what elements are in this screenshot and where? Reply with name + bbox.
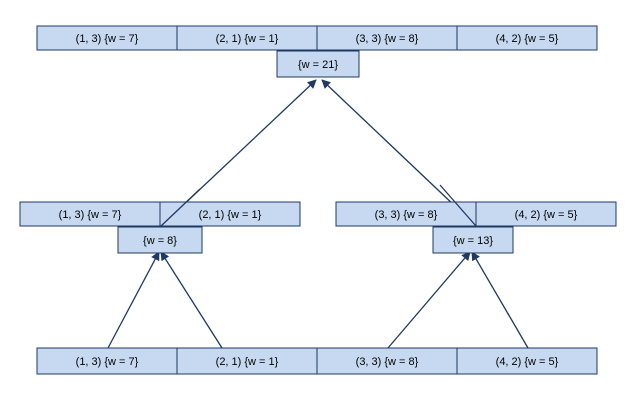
top-element-2-label: (2, 1) {w = 1}	[216, 33, 279, 45]
bottom-element-1-label: (1, 3) {w = 7}	[76, 356, 139, 368]
bottom-element-3: (3, 3) {w = 8}	[316, 347, 458, 375]
top-element-2: (2, 1) {w = 1}	[176, 25, 318, 51]
bottom-element-1: (1, 3) {w = 7}	[36, 347, 178, 375]
arrow-middle-right-overlay	[439, 184, 477, 227]
middle-right-group: (3, 3) {w = 8} (4, 2) {w = 5} {w = 13}	[335, 201, 617, 254]
middle-right-weight-label: {w = 13}	[453, 235, 493, 247]
top-element-1: (1, 3) {w = 7}	[36, 25, 178, 51]
middle-left-weight-label: {w = 8}	[143, 235, 177, 247]
top-level-row: (1, 3) {w = 7} (2, 1) {w = 1} (3, 3) {w …	[36, 25, 598, 78]
bottom-element-4: (4, 2) {w = 5}	[456, 347, 598, 375]
top-element-4-label: (4, 2) {w = 5}	[496, 33, 559, 45]
top-element-4: (4, 2) {w = 5}	[456, 25, 598, 51]
arrow-middle-left-overlay	[160, 188, 201, 227]
arrows-overlay	[160, 184, 477, 227]
middle-right-element-2: (4, 2) {w = 5}	[475, 201, 617, 227]
bottom-element-3-label: (3, 3) {w = 8}	[356, 356, 419, 368]
middle-right-element-2-label: (4, 2) {w = 5}	[515, 209, 578, 221]
bottom-element-2: (2, 1) {w = 1}	[176, 347, 318, 375]
middle-left-element-1-label: (1, 3) {w = 7}	[59, 209, 122, 221]
bottom-element-4-label: (4, 2) {w = 5}	[496, 356, 559, 368]
top-element-3-label: (3, 3) {w = 8}	[356, 33, 419, 45]
arrow-bottom-right-b	[471, 251, 529, 349]
bottom-level-row: (1, 3) {w = 7} (2, 1) {w = 1} (3, 3) {w …	[36, 347, 598, 375]
arrow-bottom-left-a	[107, 251, 160, 349]
middle-left-weight-box: {w = 8}	[117, 226, 203, 254]
middle-left-group: (1, 3) {w = 7} (2, 1) {w = 1} {w = 8}	[19, 201, 301, 254]
middle-right-weight-box: {w = 13}	[432, 226, 514, 254]
middle-left-element-2: (2, 1) {w = 1}	[159, 201, 301, 227]
top-element-3: (3, 3) {w = 8}	[316, 25, 458, 51]
middle-right-element-1: (3, 3) {w = 8}	[335, 201, 477, 227]
arrow-bottom-left-b	[160, 251, 223, 349]
middle-right-element-1-label: (3, 3) {w = 8}	[375, 209, 438, 221]
arrow-bottom-right-a	[387, 251, 471, 349]
top-weight-label: {w = 21}	[298, 59, 338, 71]
top-element-1-label: (1, 3) {w = 7}	[76, 33, 139, 45]
middle-left-element-2-label: (2, 1) {w = 1}	[199, 209, 262, 221]
middle-left-element-1: (1, 3) {w = 7}	[19, 201, 161, 227]
bottom-element-2-label: (2, 1) {w = 1}	[216, 356, 279, 368]
top-weight-box: {w = 21}	[276, 50, 360, 78]
